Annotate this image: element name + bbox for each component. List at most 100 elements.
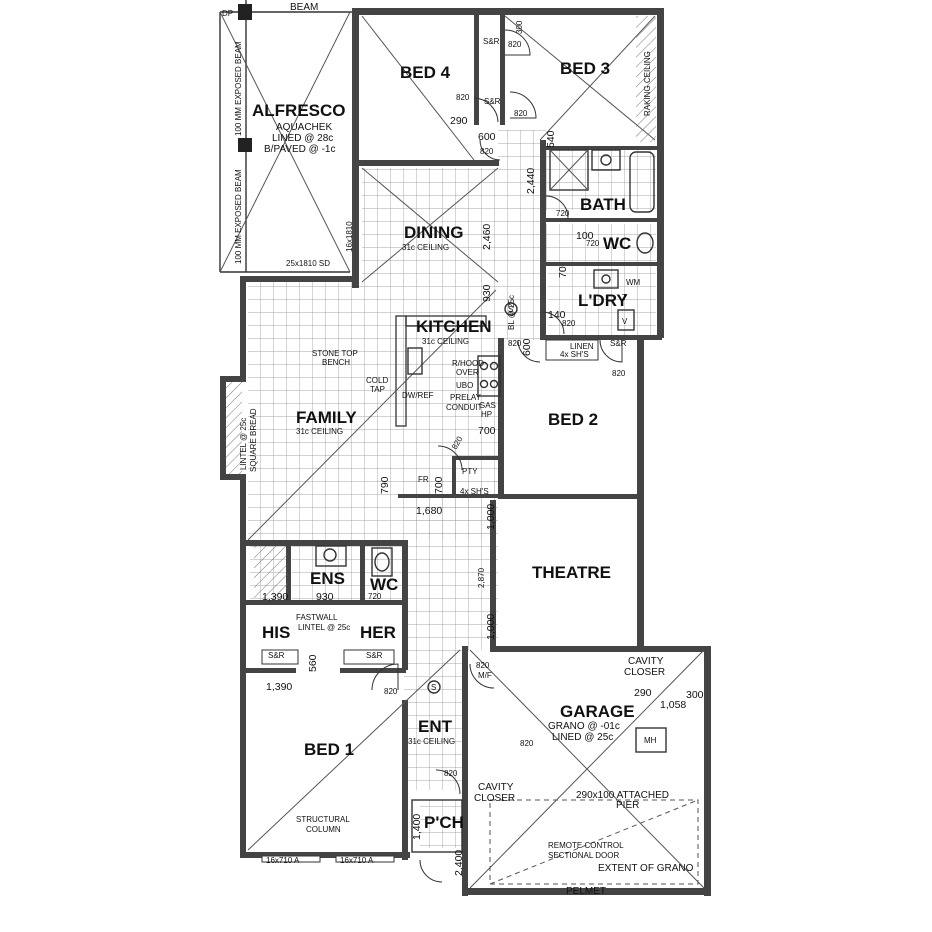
prelay-1: PRELAY xyxy=(450,393,482,402)
dim-290-a: 290 xyxy=(450,115,468,127)
room-bed3: BED 3 xyxy=(560,59,610,78)
robe-label-1: S&R xyxy=(483,37,500,46)
dim-560: 560 xyxy=(307,654,319,672)
dim-820-g: 820 xyxy=(612,369,626,378)
wm-label: WM xyxy=(626,278,641,287)
fixtures xyxy=(315,149,699,885)
room-bath: BATH xyxy=(580,195,626,214)
alfresco-area xyxy=(219,0,360,273)
bl-label: BL @ 25c xyxy=(507,295,516,330)
lintel-label: LINTEL @ 25c xyxy=(239,418,248,470)
pelmet-label: PELMET xyxy=(566,886,606,897)
structural-note-2: COLUMN xyxy=(306,825,341,834)
alfresco-note-1: AQUACHEK xyxy=(276,122,332,133)
robe-label-her: S&R xyxy=(366,651,383,660)
dim-2400: 2,400 xyxy=(453,850,465,876)
fastwall-label: FASTWALL xyxy=(296,613,338,622)
dim-2460: 2,460 xyxy=(481,224,493,250)
linen-shelves: 4x SH'S xyxy=(560,350,589,359)
dp-label: DP xyxy=(222,9,233,18)
raking-ceiling-hatch xyxy=(636,16,656,142)
dim-1390-a: 1,390 xyxy=(262,591,288,603)
dim-540: 540 xyxy=(545,130,557,148)
dining-ceiling: 31c CEILING xyxy=(402,243,449,252)
window-hatch xyxy=(226,382,242,474)
cavity-closer-2b: CLOSER xyxy=(474,793,515,804)
window-label-2: 16x710 A xyxy=(340,856,374,865)
dim-140: 140 xyxy=(548,309,566,321)
dim-70: 70 xyxy=(557,266,569,278)
rhood-1: R/HOOD xyxy=(452,359,484,368)
beam-label: BEAM xyxy=(290,2,318,13)
walls xyxy=(220,8,711,896)
dim-820-e: 820 xyxy=(562,319,576,328)
bottom-windows xyxy=(261,855,395,863)
raking-ceiling-label: RAKING CEILING xyxy=(643,51,652,116)
room-kitchen: KITCHEN xyxy=(416,317,492,336)
kitchen-ceiling: 31c CEILING xyxy=(422,337,469,346)
pantry-shelves: 4x SH'S xyxy=(460,487,489,496)
dim-1058: 1,058 xyxy=(660,699,686,711)
dim-600-b: 600 xyxy=(521,338,533,356)
room-diagonals xyxy=(247,15,705,889)
pier-note-2: PIER xyxy=(616,800,639,811)
pantry-label: PTY xyxy=(462,467,478,476)
dim-820-i: 820 xyxy=(384,687,398,696)
window-label-1: 16x710 A xyxy=(266,856,300,865)
room-ensuite: ENS xyxy=(310,569,345,588)
dim-2440: 2,440 xyxy=(525,168,537,194)
room-her: HER xyxy=(360,623,396,642)
fastwall-lintel: LINTEL @ 25c xyxy=(298,623,350,632)
dim-820-j: 820 xyxy=(476,661,490,670)
dim-1390-b: 1,390 xyxy=(266,681,292,693)
dim-720-b: 720 xyxy=(586,239,600,248)
smoke-detector-1: S xyxy=(508,305,513,314)
dim-820-f: 820 xyxy=(508,339,522,348)
linen-label: LINEN xyxy=(570,342,594,351)
room-bed1: BED 1 xyxy=(304,740,354,759)
remote-note-2: SECTIONAL DOOR xyxy=(548,851,619,860)
door-swings xyxy=(371,29,623,883)
robe-label-3: S&R xyxy=(610,339,627,348)
robe-label-his: S&R xyxy=(268,651,285,660)
remote-note-1: REMOTE CONTROL xyxy=(548,841,624,850)
room-entry: ENT xyxy=(418,717,453,736)
annotations: BEAM DP AQUACHEK LINED @ 28c B/PAVED @ -… xyxy=(222,2,694,897)
dim-1680: 1,680 xyxy=(416,505,442,517)
cavity-closer-1b: CLOSER xyxy=(624,667,665,678)
square-bread-label: SQUARE BREAD xyxy=(249,408,258,472)
dim-1000-a: 1,000 xyxy=(485,504,497,530)
room-wc-ensuite: WC xyxy=(370,575,398,594)
dim-820-a: 820 xyxy=(508,40,522,49)
dim-300: 300 xyxy=(515,20,524,34)
cold-tap-2: TAP xyxy=(370,385,385,394)
dimensions: 300 820 820 820 290 600 820 540 2,440 2,… xyxy=(262,20,704,876)
dim-930-b: 930 xyxy=(316,591,334,603)
dim-100: 100 xyxy=(576,230,594,242)
shower-hatch xyxy=(254,546,288,598)
smoke-detector-2: S xyxy=(431,683,436,692)
gas-1: GAS xyxy=(479,401,496,410)
gas-2: HP xyxy=(481,410,492,419)
room-bed4: BED 4 xyxy=(400,63,451,82)
alfresco-note-3: B/PAVED @ -1c xyxy=(264,144,335,155)
dim-790: 790 xyxy=(379,476,391,494)
room-labels: ALFRESCO BED 4 BED 3 DINING BATH WC L'DR… xyxy=(252,59,635,832)
sliding-door-v-label: 16x1810 xyxy=(345,221,354,252)
prelay-2: CONDUIT xyxy=(446,403,483,412)
exposed-beam-1: 100 MM EXPOSED BEAM xyxy=(234,41,243,136)
dim-290-b: 290 xyxy=(634,687,652,699)
trough-label: T xyxy=(622,293,627,302)
cavity-closer-2a: CAVITY xyxy=(478,782,514,793)
dim-720-a: 720 xyxy=(556,209,570,218)
dim-930-a: 930 xyxy=(481,284,493,302)
rhood-2: OVER xyxy=(456,368,479,377)
dim-820-k: 820 xyxy=(444,769,458,778)
dim-300-b: 300 xyxy=(686,689,704,701)
extent-grano-label: EXTENT OF GRANO xyxy=(598,863,694,874)
exposed-beam-2: 100 MM EXPOSED BEAM xyxy=(234,169,243,264)
dim-600-a: 600 xyxy=(478,131,496,143)
dim-700-a: 700 xyxy=(478,425,496,437)
dim-820-c: 820 xyxy=(514,109,528,118)
